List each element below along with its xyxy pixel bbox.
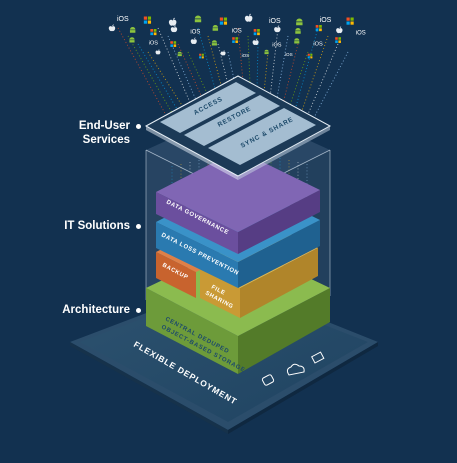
apple-icon xyxy=(220,50,226,56)
data-governance-block: DATA GOVERNANCE xyxy=(156,150,320,254)
connection-line xyxy=(299,35,329,116)
architecture-label: Architecture xyxy=(46,303,141,317)
apple-icon xyxy=(108,24,116,32)
ios-text: iOS xyxy=(269,18,281,25)
server-icon xyxy=(261,374,275,386)
end-user-services-label: End-User Services xyxy=(62,119,141,147)
pointer-dot xyxy=(136,124,141,129)
it-solutions-label: IT Solutions xyxy=(50,219,141,233)
ios-text: iOS xyxy=(117,16,129,23)
android-icon xyxy=(294,38,300,44)
ios-text: iOS xyxy=(313,41,323,47)
android-icon xyxy=(177,51,182,57)
ios-text: iOS xyxy=(356,31,366,37)
connection-line xyxy=(197,27,221,105)
end-user-services-line2: Services xyxy=(82,134,130,146)
ios-label: iOS xyxy=(117,16,129,23)
connection-line xyxy=(305,43,339,119)
pointer-dot xyxy=(136,224,141,229)
android-icon xyxy=(211,40,217,46)
windows-icon xyxy=(335,37,341,43)
ios-label: iOS xyxy=(313,41,323,47)
ios-label: iOS xyxy=(242,53,250,58)
android-icon xyxy=(129,37,135,43)
ios-label: iOS xyxy=(272,42,282,48)
connection-line xyxy=(287,51,309,112)
connection-line xyxy=(274,35,289,108)
windows-icon xyxy=(219,17,228,25)
apple-icon xyxy=(244,13,253,22)
connection-line xyxy=(127,35,177,121)
ios-label: iOS xyxy=(320,17,332,24)
connection-line xyxy=(137,43,183,119)
pointer-dot xyxy=(136,308,141,313)
ios-label: iOS xyxy=(232,29,242,35)
ios-text: iOS xyxy=(285,52,293,57)
connection-line xyxy=(167,35,202,112)
windows-icon xyxy=(346,17,354,25)
apple-icon xyxy=(168,17,177,26)
apple-icon xyxy=(252,38,259,45)
android-icon xyxy=(264,49,269,55)
android-icon xyxy=(129,27,136,33)
apple-icon xyxy=(274,25,281,33)
windows-icon xyxy=(143,16,152,24)
android-icon xyxy=(295,28,301,34)
ios-text: iOS xyxy=(149,40,159,46)
windows-icon xyxy=(315,25,322,32)
ios-label: iOS xyxy=(356,31,366,37)
ios-label: iOS xyxy=(269,18,281,25)
connection-line xyxy=(312,51,349,121)
windows-icon xyxy=(150,29,157,36)
android-icon xyxy=(296,18,303,26)
ios-text: iOS xyxy=(190,30,200,36)
connection-line xyxy=(157,27,196,114)
architecture-text: Architecture xyxy=(62,304,130,316)
ios-label: iOS xyxy=(285,52,293,57)
connection-line xyxy=(117,27,171,123)
apple-icon xyxy=(190,37,197,44)
end-user-services-line1: End-User xyxy=(78,120,130,132)
windows-icon xyxy=(199,53,204,59)
android-icon xyxy=(194,15,202,23)
ios-text: iOS xyxy=(272,42,282,48)
connection-line xyxy=(177,43,208,110)
apple-icon xyxy=(336,26,343,34)
connection-line xyxy=(268,27,279,105)
android-icon xyxy=(212,25,219,31)
connection-line xyxy=(293,27,319,114)
connection-line xyxy=(187,51,214,108)
windows-icon xyxy=(307,53,313,59)
ios-label: iOS xyxy=(190,30,200,36)
apple-icon xyxy=(155,49,161,55)
windows-icon xyxy=(253,29,260,36)
access-tile: ACCESS xyxy=(160,82,256,133)
ios-text: iOS xyxy=(232,29,242,35)
windows-icon xyxy=(170,41,177,47)
services-panel: ACCESS RESTORE SYNC & SHARE xyxy=(144,75,332,180)
ios-text: iOS xyxy=(242,53,250,58)
it-solutions-text: IT Solutions xyxy=(64,220,130,232)
apple-icon xyxy=(170,25,178,33)
cloud-icon xyxy=(286,363,305,376)
windows-icon xyxy=(232,37,238,43)
ios-text: iOS xyxy=(320,17,332,24)
device-icon xyxy=(311,351,325,364)
ios-label: iOS xyxy=(149,40,159,46)
